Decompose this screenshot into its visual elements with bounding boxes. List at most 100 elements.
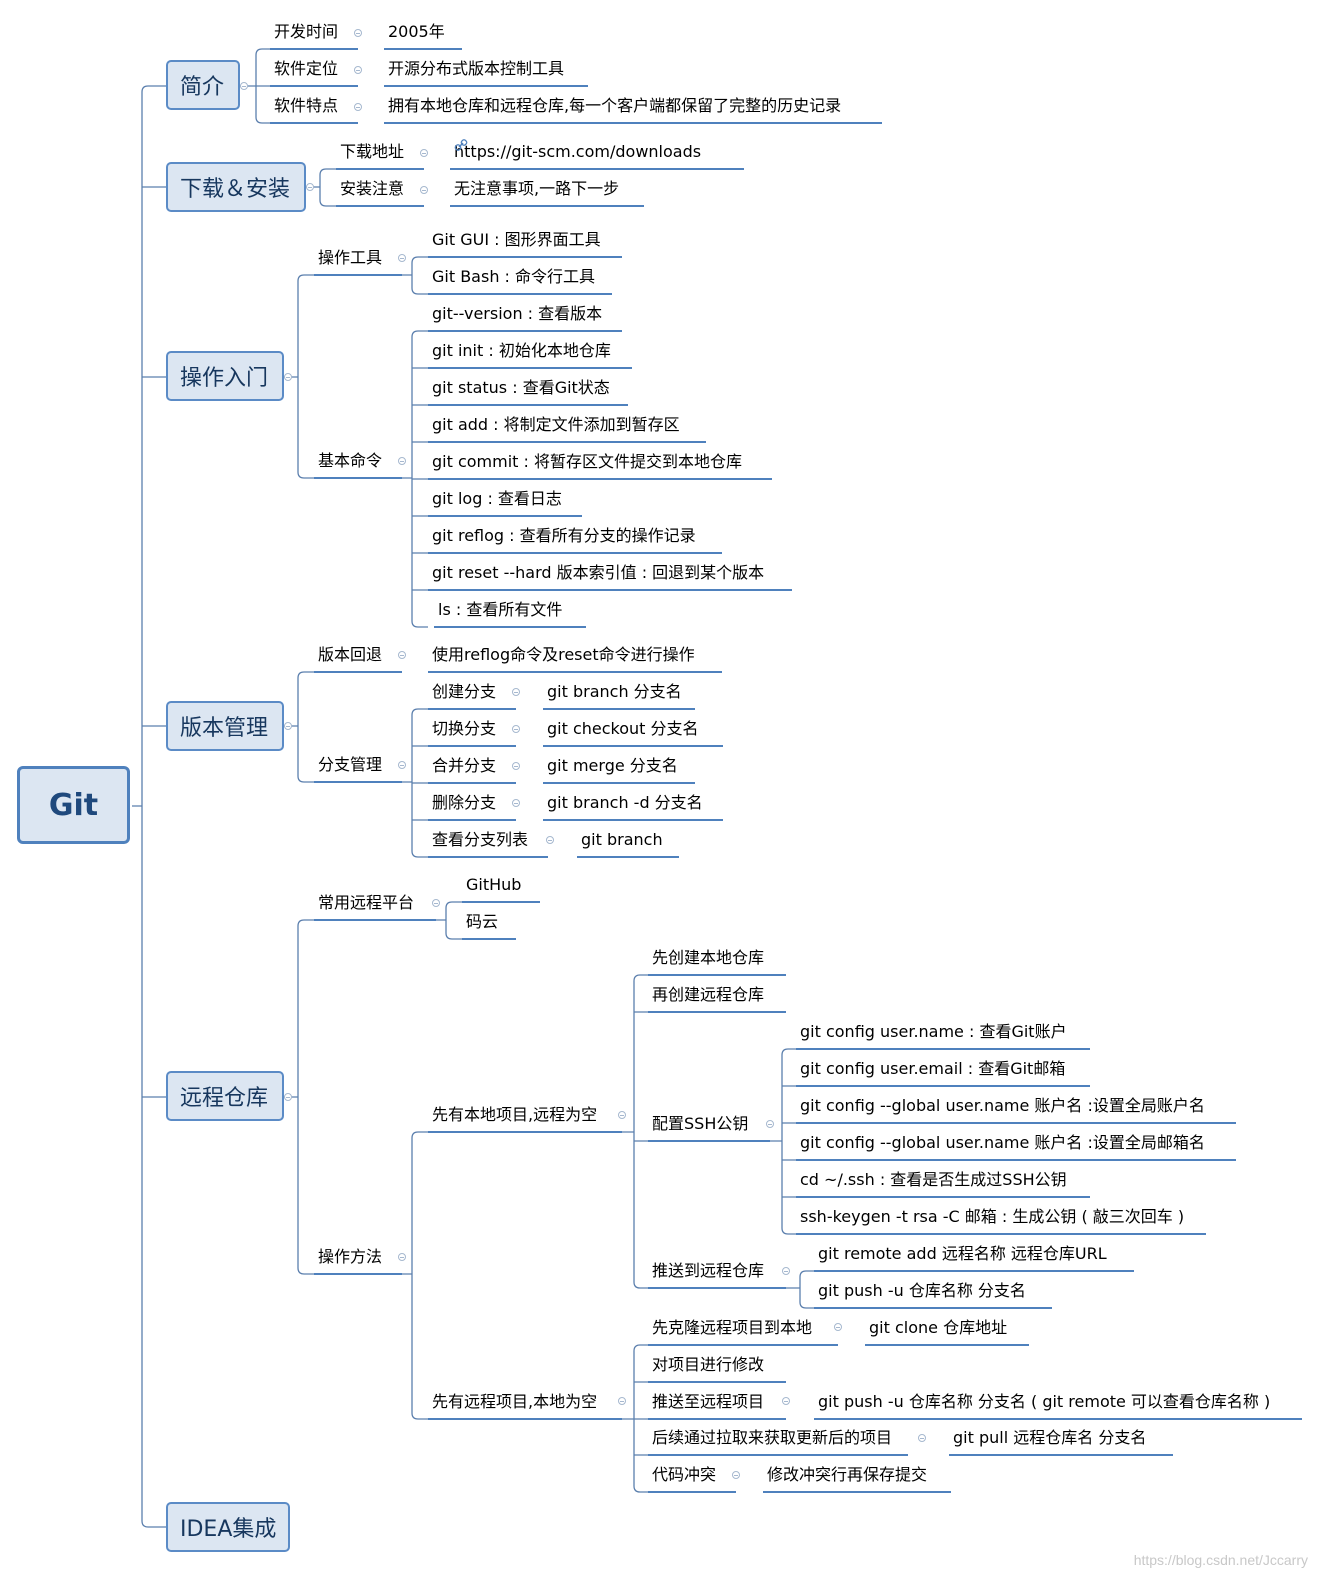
collapse-toggle-icon[interactable] — [766, 1120, 774, 1128]
branch-val-4[interactable]: git branch — [577, 826, 679, 858]
version-rollback-label[interactable]: 版本回退 — [314, 641, 402, 673]
collapse-toggle-icon[interactable] — [732, 1471, 740, 1479]
collapse-toggle-icon[interactable] — [512, 688, 520, 696]
collapse-toggle-icon[interactable] — [512, 799, 520, 807]
collapse-toggle-icon[interactable] — [284, 1093, 292, 1101]
root-node-git[interactable]: Git — [17, 766, 130, 844]
intro-val-1[interactable]: 开源分布式版本控制工具 — [384, 55, 588, 87]
clone-value[interactable]: git clone 仓库地址 — [865, 1314, 1029, 1346]
intro-key-1[interactable]: 软件定位 — [270, 55, 358, 87]
local-first-label[interactable]: 先有本地项目,远程为空 — [428, 1101, 622, 1133]
intro-key-2[interactable]: 软件特点 — [270, 92, 358, 124]
collapse-toggle-icon[interactable] — [546, 836, 554, 844]
ops-basic-7[interactable]: git reset --hard 版本索引值 : 回退到某个版本 — [428, 559, 792, 591]
remote-push-value[interactable]: git push -u 仓库名称 分支名 ( git remote 可以查看仓库… — [814, 1388, 1302, 1420]
collapse-toggle-icon[interactable] — [782, 1267, 790, 1275]
collapse-toggle-icon[interactable] — [306, 183, 314, 191]
modify-label[interactable]: 对项目进行修改 — [648, 1351, 786, 1383]
node-version[interactable]: 版本管理 — [166, 701, 284, 751]
collapse-toggle-icon[interactable] — [354, 66, 362, 74]
version-rollback-value[interactable]: 使用reflog命令及reset命令进行操作 — [428, 641, 722, 673]
local-step-0[interactable]: 先创建本地仓库 — [648, 944, 786, 976]
intro-key-0[interactable]: 开发时间 — [270, 18, 358, 50]
branch-val-1[interactable]: git checkout 分支名 — [543, 715, 723, 747]
collapse-toggle-icon[interactable] — [432, 899, 440, 907]
collapse-toggle-icon[interactable] — [398, 457, 406, 465]
collapse-toggle-icon[interactable] — [512, 725, 520, 733]
conflict-label[interactable]: 代码冲突 — [648, 1461, 736, 1493]
node-ops[interactable]: 操作入门 — [166, 351, 284, 401]
branch-key-2[interactable]: 合并分支 — [428, 752, 516, 784]
ops-basic-8[interactable]: ls : 查看所有文件 — [434, 596, 586, 628]
ops-tool-1[interactable]: Git Bash : 命令行工具 — [428, 263, 612, 295]
ssh-item-4[interactable]: cd ~/.ssh : 查看是否生成过SSH公钥 — [796, 1166, 1090, 1198]
install-key-1[interactable]: 安装注意 — [336, 175, 424, 207]
node-idea[interactable]: IDEA集成 — [166, 1502, 290, 1552]
clone-label[interactable]: 先克隆远程项目到本地 — [648, 1314, 838, 1346]
intro-val-0[interactable]: 2005年 — [384, 18, 462, 50]
pull-label[interactable]: 后续通过拉取来获取更新后的项目 — [648, 1424, 908, 1456]
pull-value[interactable]: git pull 远程仓库名 分支名 — [949, 1424, 1173, 1456]
push-label[interactable]: 推送到远程仓库 — [648, 1257, 786, 1289]
collapse-toggle-icon[interactable] — [284, 373, 292, 381]
ssh-item-3[interactable]: git config --global user.name 账户名 :设置全局邮… — [796, 1129, 1236, 1161]
node-intro[interactable]: 简介 — [166, 60, 240, 110]
download-url[interactable]: https://git-scm.com/downloads — [454, 142, 702, 161]
remote-push-label[interactable]: 推送至远程项目 — [648, 1388, 786, 1420]
remote-platform-label[interactable]: 常用远程平台 — [314, 889, 436, 921]
collapse-toggle-icon[interactable] — [420, 186, 428, 194]
ops-tools-label[interactable]: 操作工具 — [314, 244, 402, 276]
ops-basic-4[interactable]: git commit : 将暂存区文件提交到本地仓库 — [428, 448, 772, 480]
ops-basic-label[interactable]: 基本命令 — [314, 447, 402, 479]
ops-basic-1[interactable]: git init : 初始化本地仓库 — [428, 337, 632, 369]
ops-basic-3[interactable]: git add : 将制定文件添加到暂存区 — [428, 411, 706, 443]
ops-basic-0[interactable]: git--version : 查看版本 — [428, 300, 622, 332]
remote-first-label[interactable]: 先有远程项目,本地为空 — [428, 1388, 622, 1420]
ssh-label[interactable]: 配置SSH公钥 — [648, 1110, 770, 1142]
link-icon[interactable] — [454, 138, 468, 152]
collapse-toggle-icon[interactable] — [512, 762, 520, 770]
ssh-item-0[interactable]: git config user.name : 查看Git账户 — [796, 1018, 1090, 1050]
install-val-0[interactable]: https://git-scm.com/downloads — [450, 138, 744, 170]
collapse-toggle-icon[interactable] — [782, 1397, 790, 1405]
ops-basic-2[interactable]: git status : 查看Git状态 — [428, 374, 628, 406]
ops-tool-0[interactable]: Git GUI : 图形界面工具 — [428, 226, 622, 258]
collapse-toggle-icon[interactable] — [618, 1111, 626, 1119]
branch-key-3[interactable]: 删除分支 — [428, 789, 516, 821]
conflict-value[interactable]: 修改冲突行再保存提交 — [763, 1461, 951, 1493]
branch-val-2[interactable]: git merge 分支名 — [543, 752, 695, 784]
collapse-toggle-icon[interactable] — [618, 1397, 626, 1405]
ops-basic-6[interactable]: git reflog : 查看所有分支的操作记录 — [428, 522, 722, 554]
platform-github[interactable]: GitHub — [462, 871, 540, 903]
local-step-1[interactable]: 再创建远程仓库 — [648, 981, 786, 1013]
collapse-toggle-icon[interactable] — [354, 103, 362, 111]
branch-val-3[interactable]: git branch -d 分支名 — [543, 789, 723, 821]
install-val-1[interactable]: 无注意事项,一路下一步 — [450, 175, 644, 207]
collapse-toggle-icon[interactable] — [398, 1253, 406, 1261]
branch-val-0[interactable]: git branch 分支名 — [543, 678, 695, 710]
collapse-toggle-icon[interactable] — [398, 254, 406, 262]
ssh-item-2[interactable]: git config --global user.name 账户名 :设置全局账… — [796, 1092, 1236, 1124]
collapse-toggle-icon[interactable] — [420, 149, 428, 157]
platform-gitee[interactable]: 码云 — [462, 908, 516, 940]
intro-val-2[interactable]: 拥有本地仓库和远程仓库,每一个客户端都保留了完整的历史记录 — [384, 92, 882, 124]
push-item-0[interactable]: git remote add 远程名称 远程仓库URL — [814, 1240, 1134, 1272]
node-remote[interactable]: 远程仓库 — [166, 1071, 284, 1121]
ssh-item-5[interactable]: ssh-keygen -t rsa -C 邮箱 : 生成公钥 ( 敲三次回车 ) — [796, 1203, 1206, 1235]
ssh-item-1[interactable]: git config user.email : 查看Git邮箱 — [796, 1055, 1090, 1087]
branch-key-0[interactable]: 创建分支 — [428, 678, 516, 710]
version-branch-label[interactable]: 分支管理 — [314, 751, 402, 783]
collapse-toggle-icon[interactable] — [354, 29, 362, 37]
collapse-toggle-icon[interactable] — [240, 82, 248, 90]
collapse-toggle-icon[interactable] — [918, 1434, 926, 1442]
install-key-0[interactable]: 下载地址 — [336, 138, 424, 170]
remote-method-label[interactable]: 操作方法 — [314, 1243, 402, 1275]
collapse-toggle-icon[interactable] — [398, 651, 406, 659]
ops-basic-5[interactable]: git log : 查看日志 — [428, 485, 582, 517]
node-install[interactable]: 下载＆安装 — [166, 162, 306, 212]
branch-key-1[interactable]: 切换分支 — [428, 715, 516, 747]
push-item-1[interactable]: git push -u 仓库名称 分支名 — [814, 1277, 1052, 1309]
collapse-toggle-icon[interactable] — [834, 1323, 842, 1331]
collapse-toggle-icon[interactable] — [284, 722, 292, 730]
branch-key-4[interactable]: 查看分支列表 — [428, 826, 548, 858]
